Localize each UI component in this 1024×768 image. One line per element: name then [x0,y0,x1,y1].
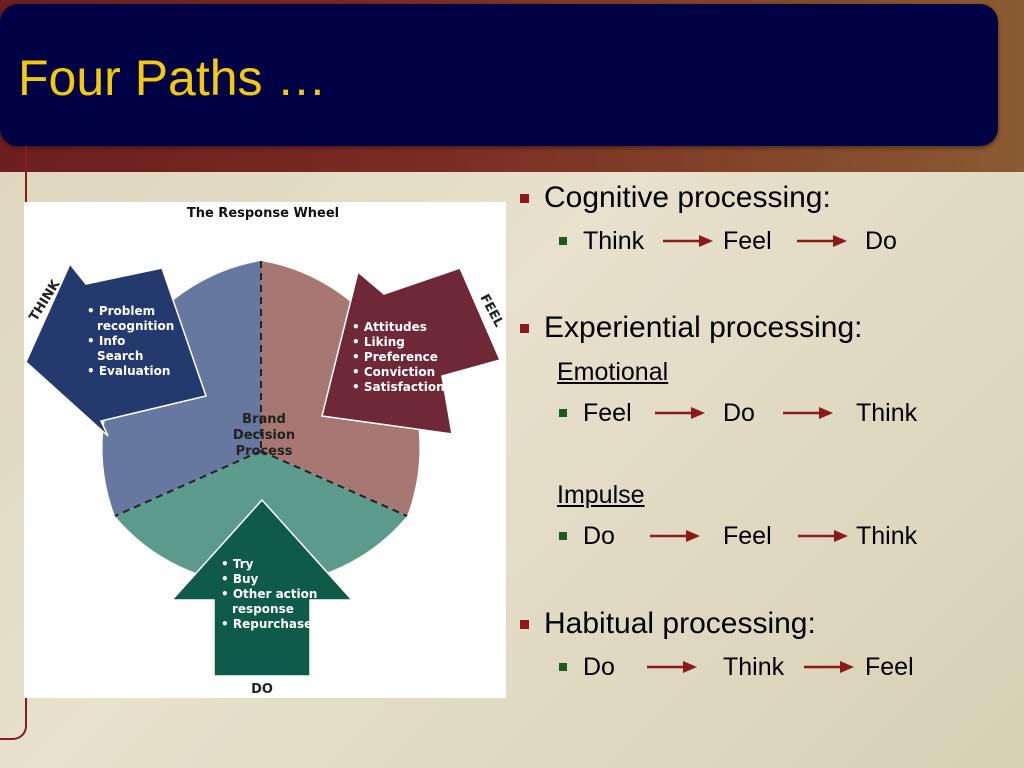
response-wheel-diagram: The Response Wheel Brand Decision Proces… [24,202,506,698]
sequence-step: Feel [583,399,632,427]
sequence-step: Feel [723,227,772,255]
habitual-sequence: Do Think Feel [559,652,983,682]
feel-arrow [321,267,502,435]
do-item: response [232,602,294,616]
do-item: • Buy [221,572,259,586]
center-label-line: Process [236,444,293,459]
sequence-step: Think [856,399,918,427]
right-arrow-icon [797,235,847,247]
do-item: • Repurchase [221,617,312,631]
impulse-sequence: Do Feel Think [559,521,983,551]
do-arrow [170,498,354,677]
cognitive-heading: Cognitive processing: [520,181,831,214]
do-item: • Try [221,557,254,571]
think-item: • Problem [87,304,155,318]
sequence-step: Do [723,399,755,427]
sequence-step: Feel [723,522,772,550]
feel-item: • Liking [352,335,405,349]
feel-item: • Conviction [352,365,435,379]
emotional-label: Emotional [557,358,669,386]
feel-item: • Attitudes [352,320,427,334]
sequence-step: Do [583,653,615,681]
right-arrow-icon [647,661,697,673]
impulse-label: Impulse [557,481,645,509]
sequence-step: Think [723,653,785,681]
right-arrow-icon [663,235,713,247]
experiential-heading: Experiential processing: [520,311,863,344]
emotional-sequence: Feel Do Think [559,398,983,428]
think-arrow [25,262,207,437]
center-label-line: Brand [242,412,286,427]
response-wheel-svg: The Response Wheel Brand Decision Proces… [25,206,506,697]
wheel-heading: The Response Wheel [187,206,339,221]
right-arrow-icon [804,661,854,673]
segment-divider [260,450,408,517]
sequence-step: Do [583,522,615,550]
sequence-step: Think [856,522,918,550]
do-label: DO [251,682,273,697]
feel-item: • Preference [352,350,438,364]
right-arrow-icon [650,530,700,542]
think-item: • Info [87,334,125,348]
sequence-step: Think [583,227,645,255]
think-item: Search [97,349,143,363]
think-item: • Evaluation [87,364,170,378]
feel-item: • Satisfaction [352,380,445,394]
sequence-step: Do [865,227,897,255]
habitual-heading: Habitual processing: [520,607,816,640]
think-item: recognition [97,319,174,333]
cognitive-sequence: Think Feel Do [559,226,983,256]
sequence-step: Feel [865,653,914,681]
segment-divider [114,450,262,517]
do-item: • Other action [221,587,317,601]
right-arrow-icon [798,530,848,542]
title-bar: Four Paths … [0,4,998,146]
right-arrow-icon [655,407,705,419]
left-border-rule [0,146,27,740]
slide-title: Four Paths … [18,50,327,106]
center-label-line: Decision [233,428,295,443]
right-arrow-icon [783,407,833,419]
